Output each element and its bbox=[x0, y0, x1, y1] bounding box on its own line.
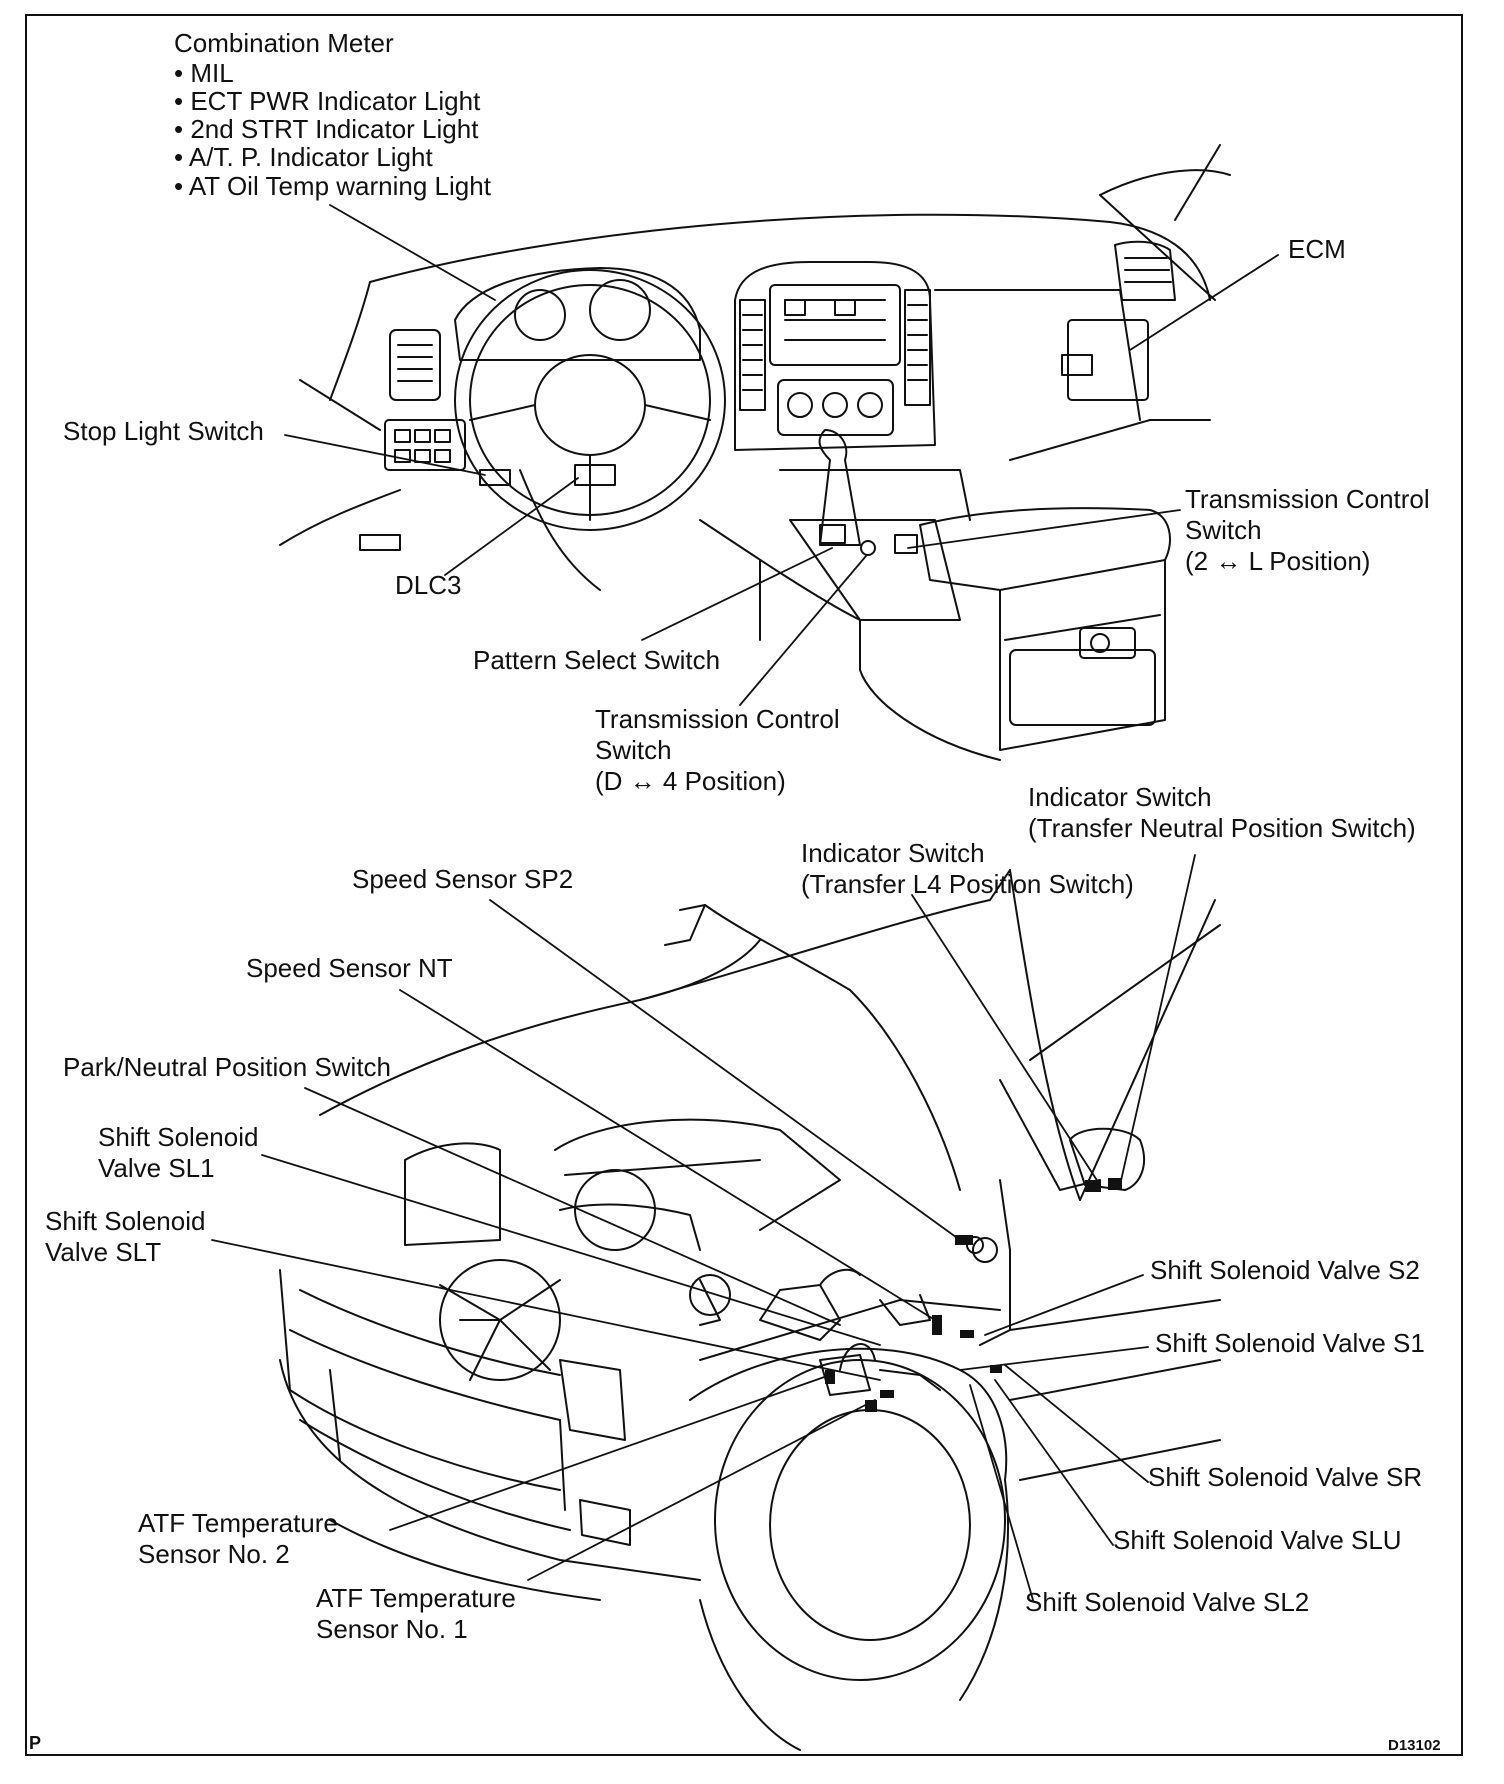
label-line: (D ↔ 4 Position) bbox=[595, 766, 786, 796]
label-line: Transmission Control bbox=[1185, 484, 1430, 514]
ecm-label: ECM bbox=[1288, 234, 1346, 264]
shift-solenoid-slt-label: Shift Solenoid Valve SLT bbox=[45, 1206, 205, 1268]
corner-mark-left: P bbox=[29, 1733, 42, 1753]
park-neutral-position-switch-label: Park/Neutral Position Switch bbox=[63, 1052, 392, 1082]
leader-lines bbox=[211, 204, 1279, 1601]
figure-code: D13102 bbox=[1388, 1737, 1441, 1754]
indicator-switch-l4-label: Indicator Switch (Transfer L4 Position S… bbox=[801, 838, 1134, 900]
speed-sensor-nt-label: Speed Sensor NT bbox=[246, 953, 453, 983]
label-line: (2 ↔ L Position) bbox=[1185, 546, 1371, 576]
dlc3-label: DLC3 bbox=[395, 570, 462, 600]
combination-meter-item: • AT Oil Temp warning Light bbox=[174, 171, 491, 201]
atf-temperature-sensor-2-label: ATF Temperature Sensor No. 2 bbox=[138, 1508, 338, 1570]
label-line: Shift Solenoid bbox=[45, 1206, 206, 1236]
label-line: Indicator Switch bbox=[1028, 782, 1212, 812]
speed-sensor-sp2-label: Speed Sensor SP2 bbox=[352, 864, 574, 894]
shift-solenoid-sl1-label: Shift Solenoid Valve SL1 bbox=[98, 1122, 258, 1184]
label-line: (Transfer L4 Position Switch) bbox=[801, 869, 1134, 899]
shift-solenoid-slu-label: Shift Solenoid Valve SLU bbox=[1113, 1525, 1402, 1555]
label-line: Sensor No. 1 bbox=[316, 1614, 468, 1644]
dashboard-illustration bbox=[279, 144, 1231, 761]
combination-meter-item: • 2nd STRT Indicator Light bbox=[174, 114, 479, 144]
pattern-select-switch-label: Pattern Select Switch bbox=[473, 645, 721, 675]
transmission-control-switch-2l-label: Transmission Control Switch (2 ↔ L Posit… bbox=[1185, 484, 1430, 577]
combination-meter-item: • A/T. P. Indicator Light bbox=[174, 142, 433, 172]
shift-solenoid-s2-label: Shift Solenoid Valve S2 bbox=[1150, 1255, 1420, 1285]
shift-solenoid-sl2-label: Shift Solenoid Valve SL2 bbox=[1025, 1587, 1310, 1617]
label-line: (Transfer Neutral Position Switch) bbox=[1028, 813, 1416, 843]
vehicle-illustration bbox=[279, 869, 1221, 1751]
indicator-switch-neutral-label: Indicator Switch (Transfer Neutral Posit… bbox=[1028, 782, 1416, 844]
label-line: Transmission Control bbox=[595, 704, 840, 734]
diagram-frame bbox=[25, 14, 1463, 1756]
label-line: Shift Solenoid bbox=[98, 1122, 259, 1152]
combination-meter-item: • ECT PWR Indicator Light bbox=[174, 86, 481, 116]
shift-solenoid-s1-label: Shift Solenoid Valve S1 bbox=[1155, 1328, 1425, 1358]
transmission-control-switch-d4-label: Transmission Control Switch (D ↔ 4 Posit… bbox=[595, 704, 840, 797]
label-line: ATF Temperature bbox=[316, 1583, 516, 1613]
label-line: Valve SL1 bbox=[98, 1153, 215, 1183]
label-line: Valve SLT bbox=[45, 1237, 162, 1267]
combination-meter-item: • MIL bbox=[174, 58, 234, 88]
label-line: Switch bbox=[1185, 515, 1262, 545]
label-line: Switch bbox=[595, 735, 672, 765]
atf-temperature-sensor-1-label: ATF Temperature Sensor No. 1 bbox=[316, 1583, 516, 1645]
combination-meter-label: Combination Meter • MIL • ECT PWR Indica… bbox=[174, 28, 491, 201]
shift-solenoid-sr-label: Shift Solenoid Valve SR bbox=[1148, 1462, 1423, 1492]
combination-meter-title: Combination Meter bbox=[174, 28, 394, 58]
label-line: ATF Temperature bbox=[138, 1508, 338, 1538]
stop-light-switch-label: Stop Light Switch bbox=[63, 416, 264, 446]
label-line: Indicator Switch bbox=[801, 838, 985, 868]
label-line: Sensor No. 2 bbox=[138, 1539, 290, 1569]
